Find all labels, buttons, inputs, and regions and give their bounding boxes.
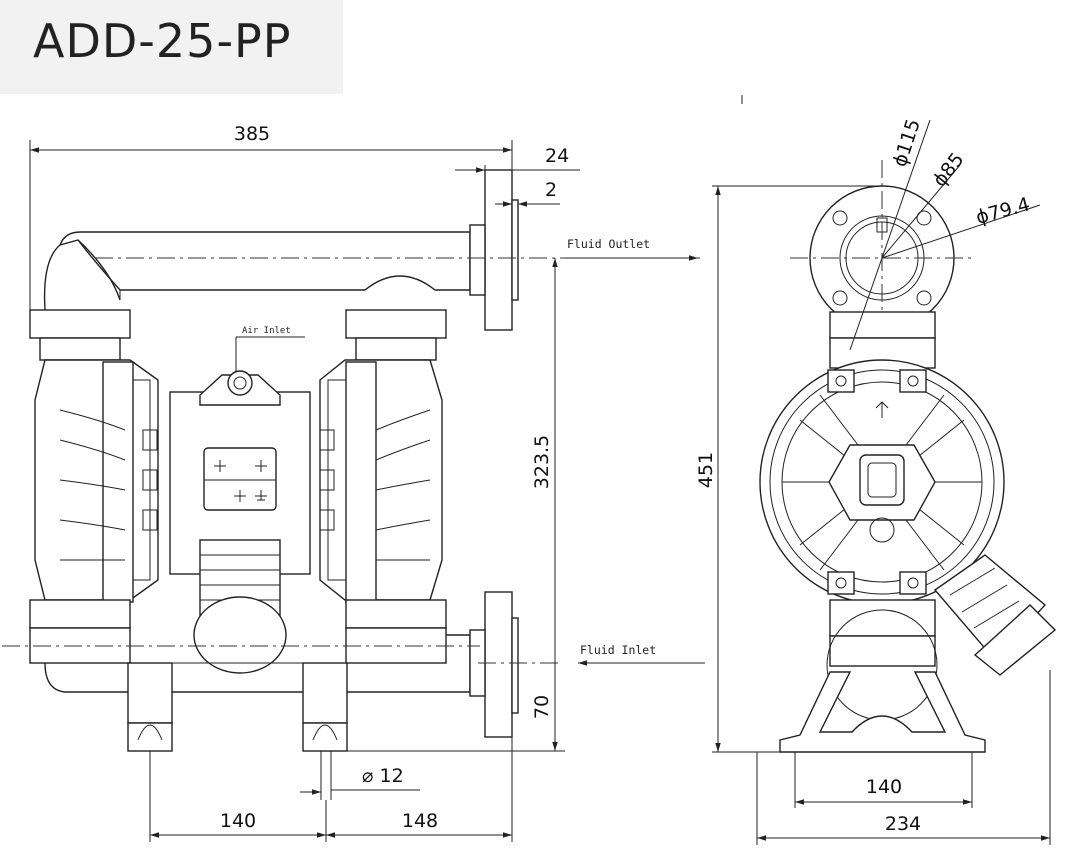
dim-phi-115: ϕ115 (889, 116, 925, 169)
dim-234: 234 (885, 813, 921, 835)
dim-phi-79-4: ϕ79.4 (974, 193, 1033, 228)
dim-451: 451 (695, 452, 717, 488)
dim-70: 70 (531, 695, 553, 719)
side-view (741, 95, 1057, 753)
dim-323-5: 323.5 (531, 435, 553, 489)
title-box: ADD-25-PP (0, 0, 343, 94)
dim-2: 2 (545, 179, 557, 201)
flow-labels: Fluid Outlet Fluid Inlet Air Inlet (235, 237, 705, 666)
dim-148: 148 (402, 810, 438, 832)
dim-140-side: 140 (866, 776, 902, 798)
air-inlet-label: Air Inlet (242, 326, 291, 336)
fluid-outlet-label: Fluid Outlet (567, 237, 650, 251)
front-view-dimensions: 385 24 2 323.5 70 ⌀ 12 140 148 (29, 123, 580, 842)
dim-140-front: 140 (220, 810, 256, 832)
dim-24: 24 (545, 145, 569, 167)
model-title: ADD-25-PP (33, 14, 292, 68)
dim-bolt-hole: ⌀ 12 (362, 765, 404, 787)
dim-385: 385 (234, 123, 270, 145)
fluid-inlet-label: Fluid Inlet (580, 643, 656, 657)
front-view (2, 169, 700, 752)
dim-phi-85: ϕ85 (929, 149, 969, 191)
